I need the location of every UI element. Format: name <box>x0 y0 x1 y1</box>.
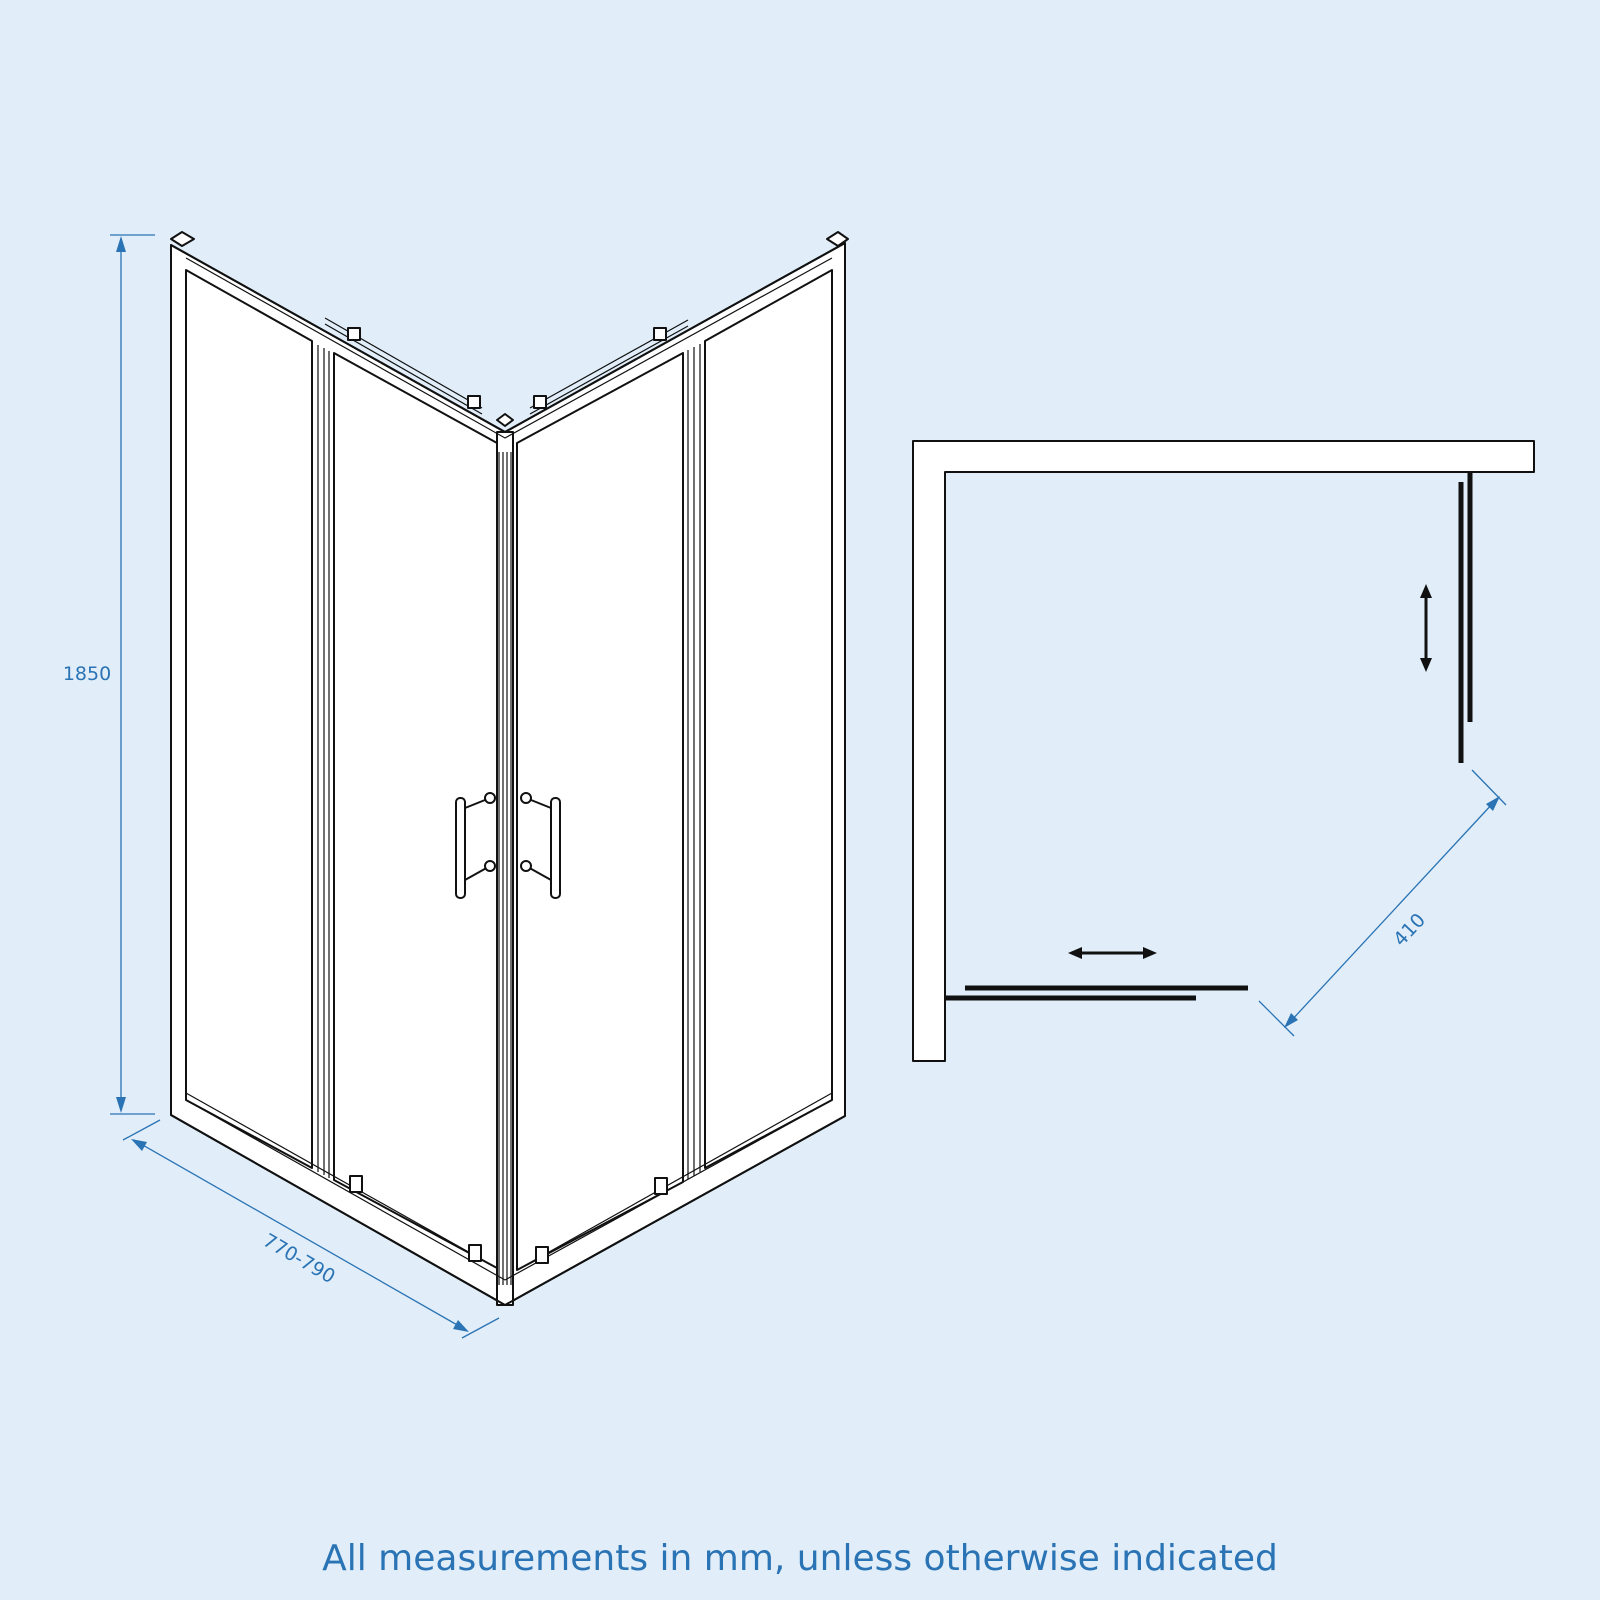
right-fixed-glass <box>704 269 833 1169</box>
height-dimension: 1850 <box>63 234 155 1115</box>
left-sliding-door <box>333 352 498 1269</box>
roller-bottom-4 <box>654 1177 668 1195</box>
enclosure-isometric <box>170 231 849 1306</box>
wall-outline <box>912 440 1535 1062</box>
measurement-note: All measurements in mm, unless otherwise… <box>322 1538 1278 1579</box>
right-sliding-door <box>516 352 684 1271</box>
roller-top-2 <box>467 395 481 409</box>
top-cap-corner <box>496 413 514 427</box>
corner-post <box>496 431 514 1306</box>
vertical-slide-arrow-icon <box>1420 584 1432 672</box>
plan-view: 410 <box>912 440 1535 1062</box>
roller-top-4 <box>653 327 667 341</box>
roller-bottom-3 <box>535 1246 549 1264</box>
roller-top-1 <box>347 327 361 341</box>
top-cap-left <box>170 231 195 247</box>
roller-bottom-1 <box>349 1175 363 1193</box>
roller-top-3 <box>533 395 547 409</box>
height-label: 1850 <box>63 663 111 685</box>
left-fixed-glass <box>185 269 313 1169</box>
top-cap-right <box>826 231 849 247</box>
opening-dimension: 410 <box>1258 769 1507 1037</box>
left-door-handle <box>455 792 496 899</box>
horizontal-slide-arrow-icon <box>1068 947 1157 959</box>
top-rail <box>170 242 846 433</box>
roller-bottom-2 <box>468 1244 482 1262</box>
bottom-rail <box>170 1114 846 1306</box>
right-door-handle <box>520 792 561 899</box>
opening-label: 410 <box>1389 909 1430 951</box>
width-label: 770-790 <box>259 1229 339 1288</box>
